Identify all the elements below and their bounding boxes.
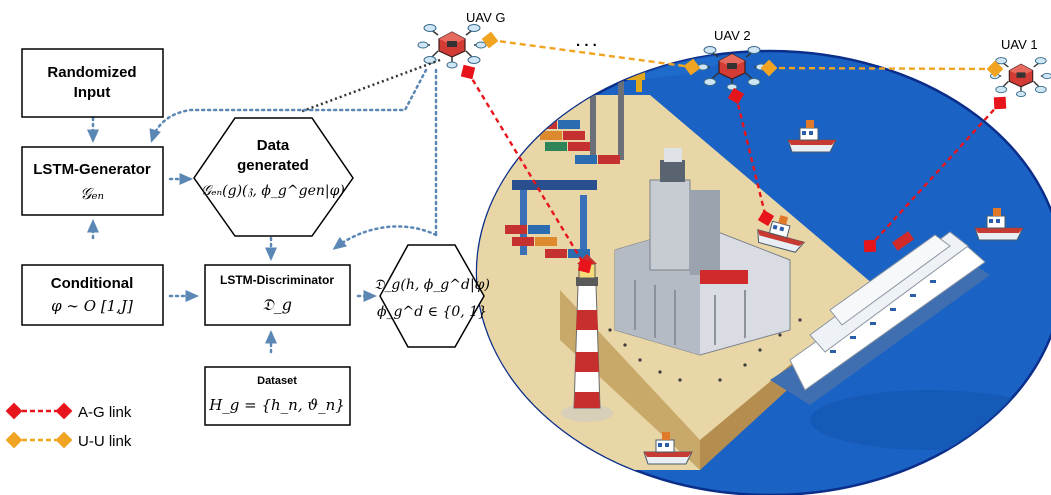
dataset-block: Dataset H_g = {h_n, ϑ_n} [204,366,351,426]
legend: A-G link U-U link [5,402,132,450]
svg-text:Input: Input [74,84,111,101]
legend-uu-label: U-U link [78,433,132,450]
legend-ag-label: A-G link [78,404,132,421]
data-generated-block: Data generated 𝒢ₑₙ(g)(𝔷, ϕ_g^gen|φ) [193,117,354,237]
lighthouse-icon [561,254,613,422]
svg-text:𝒢ₑₙ(g)(𝔷, ϕ_g^gen|φ): 𝒢ₑₙ(g)(𝔷, ϕ_g^gen|φ) [201,183,345,199]
svg-text:𝔇_g(h, ϕ_g^d|φ): 𝔇_g(h, ϕ_g^d|φ) [374,277,490,293]
svg-text:LSTM-Generator: LSTM-Generator [33,161,151,178]
svg-text:Dataset: Dataset [257,375,297,387]
seaport-illustration [475,49,1051,495]
svg-text:𝒢ₑₙ: 𝒢ₑₙ [80,184,104,203]
svg-text:LSTM-Discriminator: LSTM-Discriminator [220,273,334,287]
discriminator-output-block: 𝔇_g(h, ϕ_g^d|φ) ϕ_g^d ∈ {0, 1} [374,244,490,348]
svg-text:Conditional: Conditional [51,275,134,292]
svg-text:Randomized: Randomized [47,64,136,81]
uav-g-label: UAV G [466,10,506,25]
randomized-input-block: Randomized Input [21,48,164,118]
uu-links [481,31,1004,78]
uav-1 [989,56,1051,98]
svg-text:generated: generated [237,157,309,174]
svg-text:H_g = {h_n, ϑ_n}: H_g = {h_n, ϑ_n} [208,396,345,414]
ellipsis: . . . [576,33,597,50]
svg-text:Data: Data [257,137,290,154]
uav-g-feed-lines [299,58,441,114]
ag-links [460,64,1007,274]
flow-arrows [87,68,438,354]
uav-2-label: UAV 2 [714,28,751,43]
legend-ag-link: A-G link [5,402,132,421]
svg-text:φ ∼ O [1,J]: φ ∼ O [1,J] [51,297,133,315]
conditional-block: Conditional φ ∼ O [1,J] [21,264,164,326]
lstm-generator-block: LSTM-Generator 𝒢ₑₙ [21,146,164,216]
svg-text:𝔇_g: 𝔇_g [262,295,292,314]
uav-g [417,23,487,69]
svg-text:ϕ_g^d ∈ {0, 1}: ϕ_g^d ∈ {0, 1} [377,304,487,320]
legend-uu-link: U-U link [5,431,132,450]
seaport-building-icon [614,148,791,356]
lstm-discriminator-block: LSTM-Discriminator 𝔇_g [204,264,351,326]
uav-1-label: UAV 1 [1001,37,1038,52]
